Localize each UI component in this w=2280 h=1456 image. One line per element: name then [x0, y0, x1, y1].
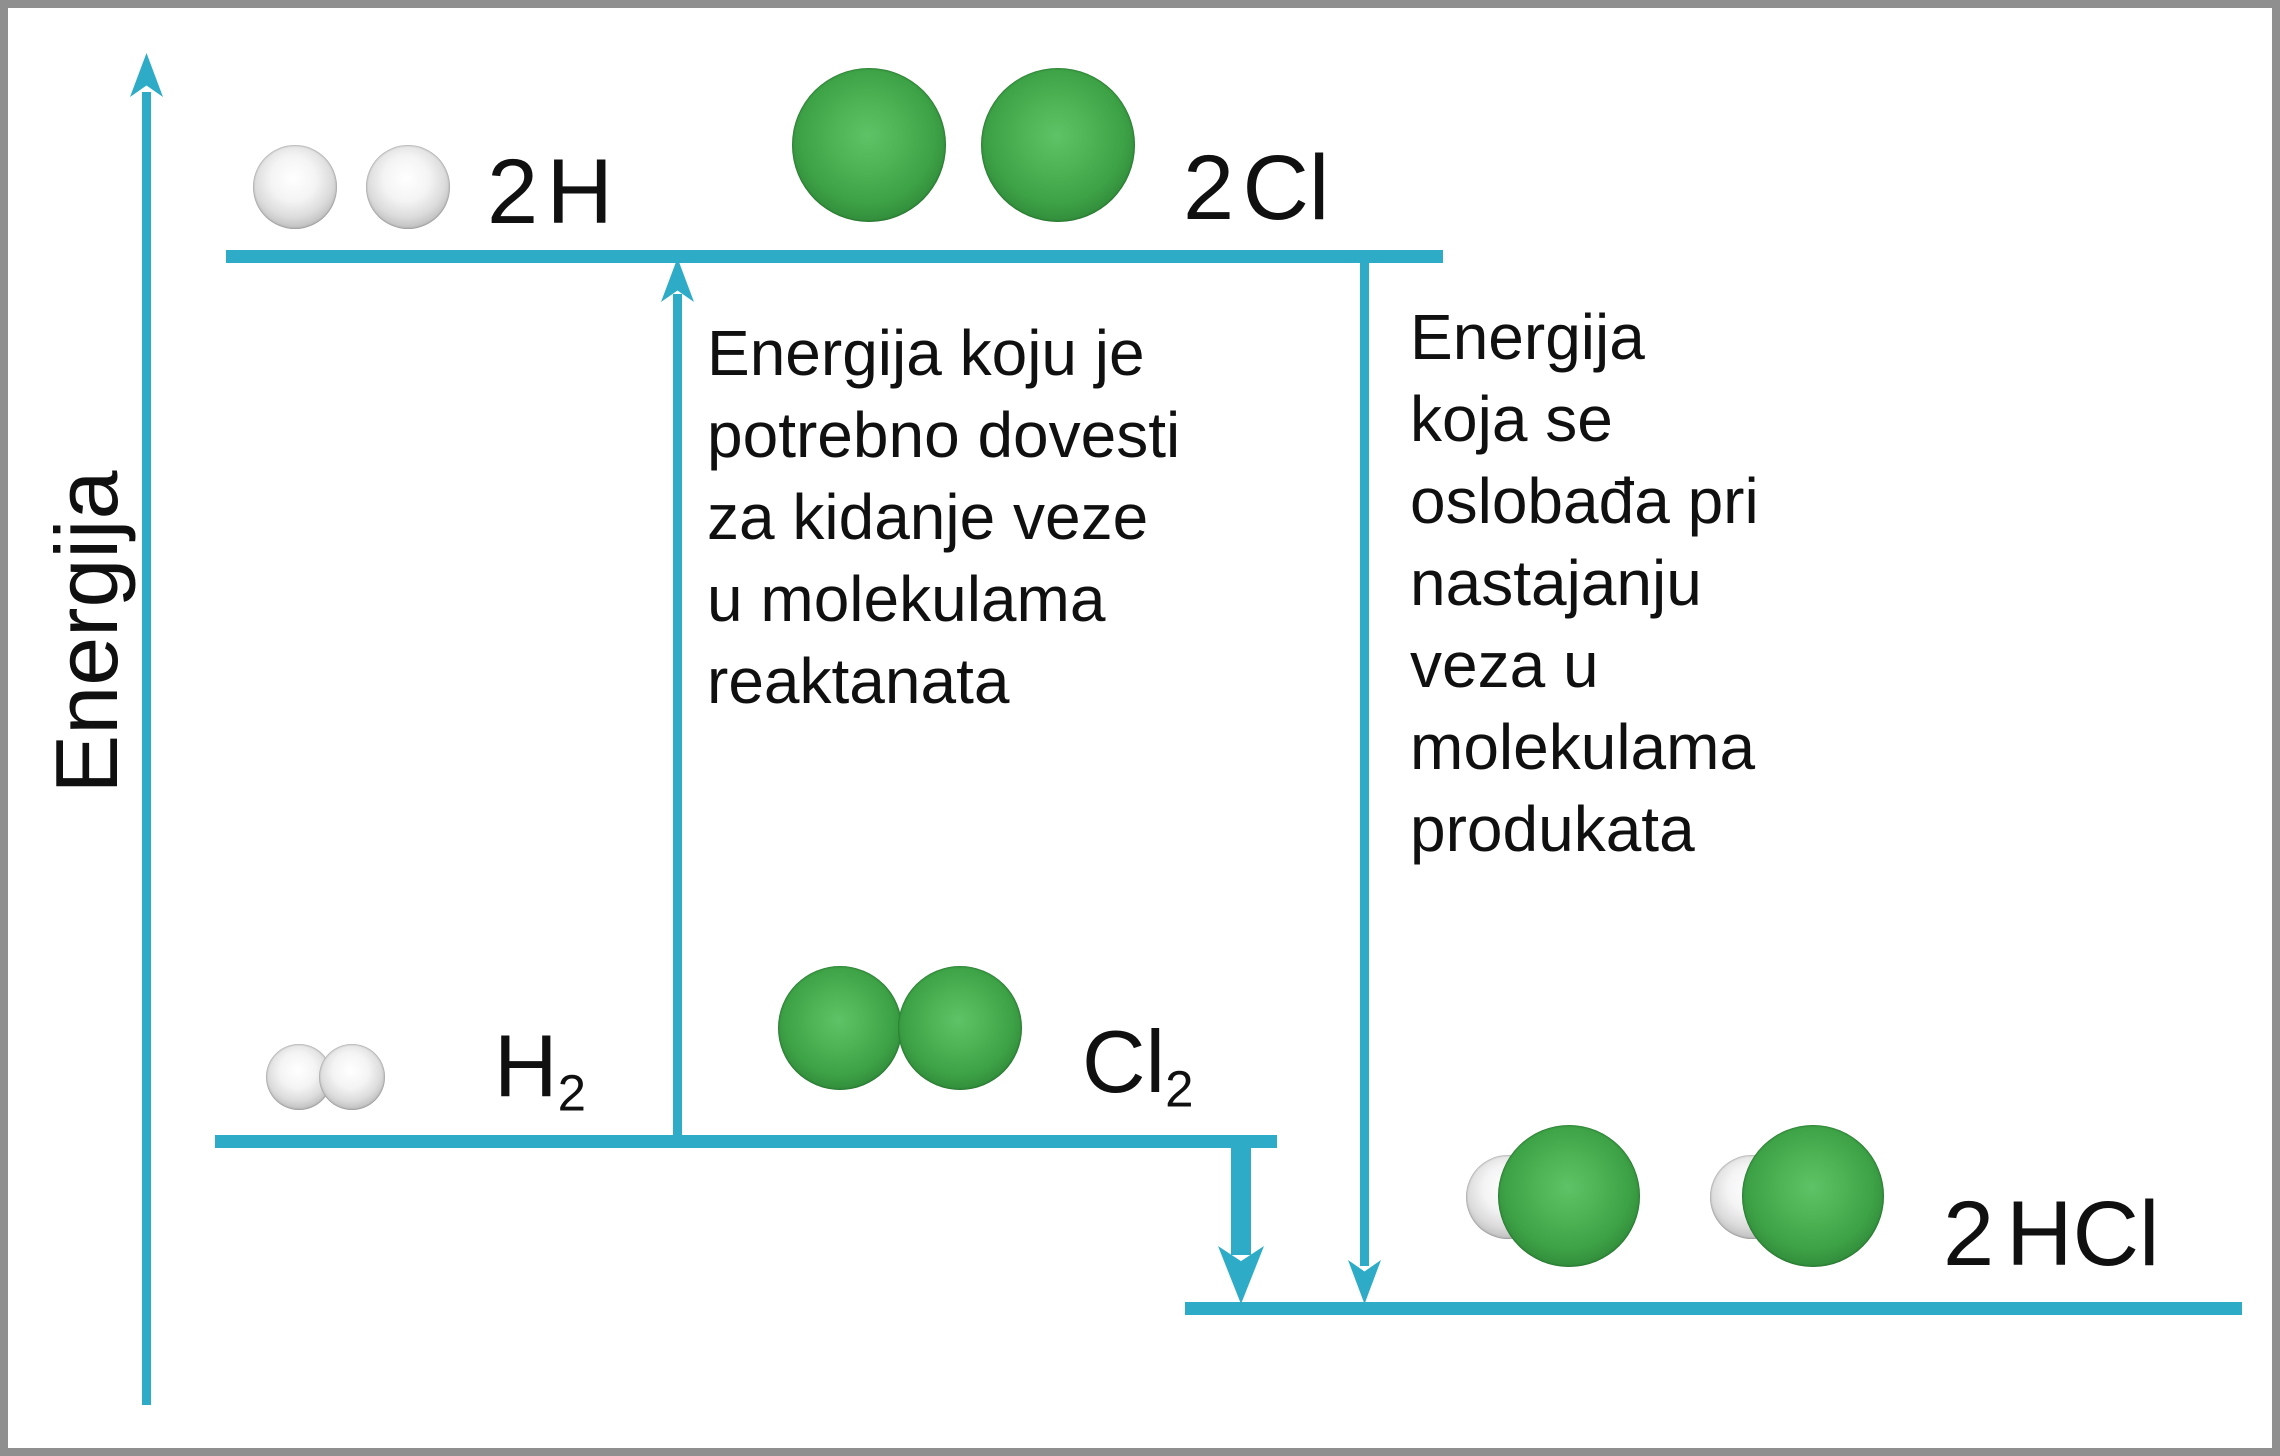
chlorine-molecule-label: Cl2: [1082, 1018, 1194, 1115]
annotation-line: reaktanata: [707, 645, 1010, 717]
annotation-line: u molekulama: [707, 563, 1106, 635]
product-formula: HCl: [2006, 1183, 2160, 1285]
annotation-line: za kidanje veze: [707, 481, 1149, 553]
annotation-line: molekulama: [1410, 711, 1756, 783]
chlorine-atoms-coefficient: 2: [1183, 137, 1235, 239]
energy-input-arrow-line: [673, 294, 682, 1135]
annotation-line: veza u: [1410, 629, 1599, 701]
reactants-energy-level-line: [215, 1135, 1277, 1148]
hcl-chlorine-sphere: [1498, 1125, 1640, 1267]
energy-axis-arrowhead-icon: [130, 53, 163, 97]
hydrogen-molecule-label: H2: [494, 1022, 586, 1119]
product-coefficient: 2: [1943, 1183, 1995, 1285]
chlorine-molecule-sphere: [778, 966, 902, 1090]
annotation-line: Energija: [1410, 301, 1645, 373]
energy-released-arrow-line: [1360, 262, 1369, 1266]
chlorine-molecule-subscript: 2: [1165, 1060, 1194, 1118]
hydrogen-molecule-sphere: [319, 1044, 385, 1110]
chlorine-atoms-formula: Cl: [1242, 137, 1330, 239]
energy-released-arrowhead-icon: [1348, 1260, 1381, 1304]
energy-input-annotation: Energija koju je potrebno dovesti za kid…: [707, 312, 1180, 722]
chlorine-molecule-sphere: [898, 966, 1022, 1090]
hydrogen-atom-sphere: [253, 145, 337, 229]
chlorine-atom-sphere: [981, 68, 1135, 222]
hydrogen-atom-sphere: [366, 145, 450, 229]
hydrogen-atoms-formula: H: [546, 141, 613, 243]
chlorine-atom-sphere: [792, 68, 946, 222]
energy-axis-label: Energija: [37, 470, 136, 794]
energy-released-annotation: Energija koja se oslobađa pri nastajanju…: [1410, 296, 1759, 870]
hydrogen-molecule-subscript: 2: [557, 1064, 586, 1122]
hydrogen-atoms-coefficient: 2: [487, 141, 539, 243]
annotation-line: oslobađa pri: [1410, 465, 1759, 537]
products-energy-level-line: [1185, 1302, 2242, 1315]
hydrogen-molecule-formula: H2: [494, 1016, 586, 1122]
reaction-drop-arrow-line: [1231, 1148, 1251, 1255]
annotation-line: potrebno dovesti: [707, 399, 1181, 471]
annotation-line: produkata: [1410, 793, 1695, 865]
atoms-energy-level-line: [226, 250, 1443, 263]
annotation-line: koja se: [1410, 383, 1613, 455]
energy-axis-line: [142, 92, 151, 1405]
hcl-chlorine-sphere: [1742, 1125, 1884, 1267]
chlorine-molecule-formula: Cl2: [1082, 1012, 1194, 1118]
annotation-line: Energija koju je: [707, 317, 1145, 389]
hydrogen-atoms-label: 2H: [487, 146, 613, 238]
chlorine-atoms-label: 2Cl: [1183, 142, 1329, 234]
annotation-line: nastajanju: [1410, 547, 1702, 619]
